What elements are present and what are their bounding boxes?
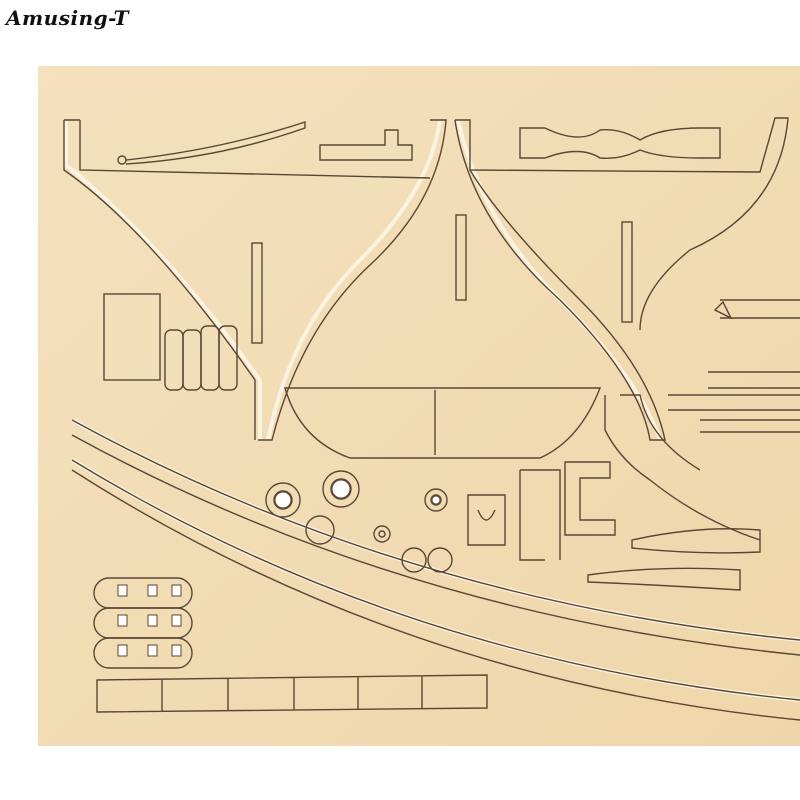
watermark-text: Amusing-T bbox=[6, 6, 129, 30]
cut-lines bbox=[63, 117, 800, 721]
wood-board bbox=[38, 66, 800, 746]
grid-holes bbox=[117, 479, 441, 657]
